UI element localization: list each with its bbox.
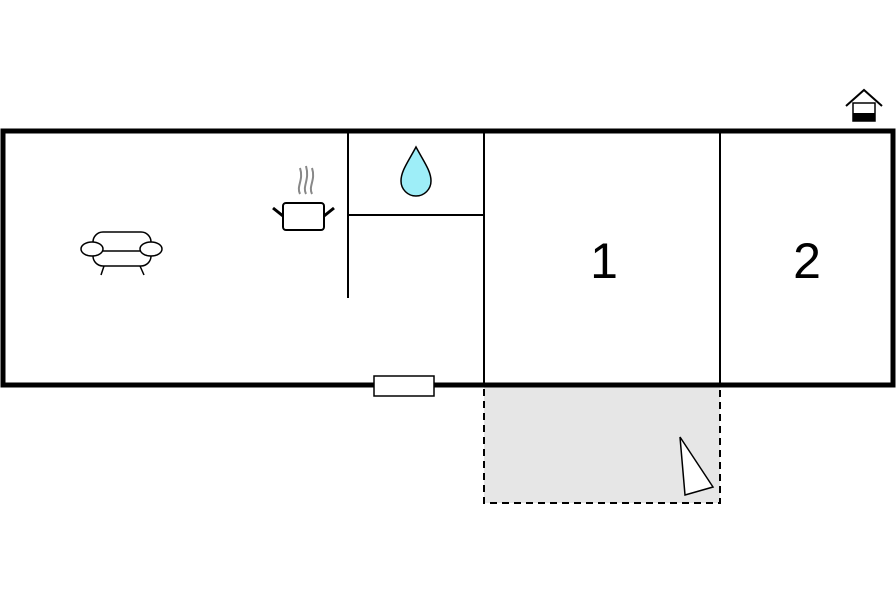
outer-wall	[0, 128, 896, 388]
compass-north-icon	[679, 436, 715, 496]
water-drop-icon	[400, 145, 432, 197]
room-label-2: 2	[793, 233, 821, 289]
house-ground-floor-icon	[845, 88, 883, 122]
room-label-1: 1	[590, 233, 618, 289]
sofa-icon	[80, 231, 163, 276]
cooking-pot-icon	[272, 165, 335, 231]
door-icon	[373, 375, 435, 397]
